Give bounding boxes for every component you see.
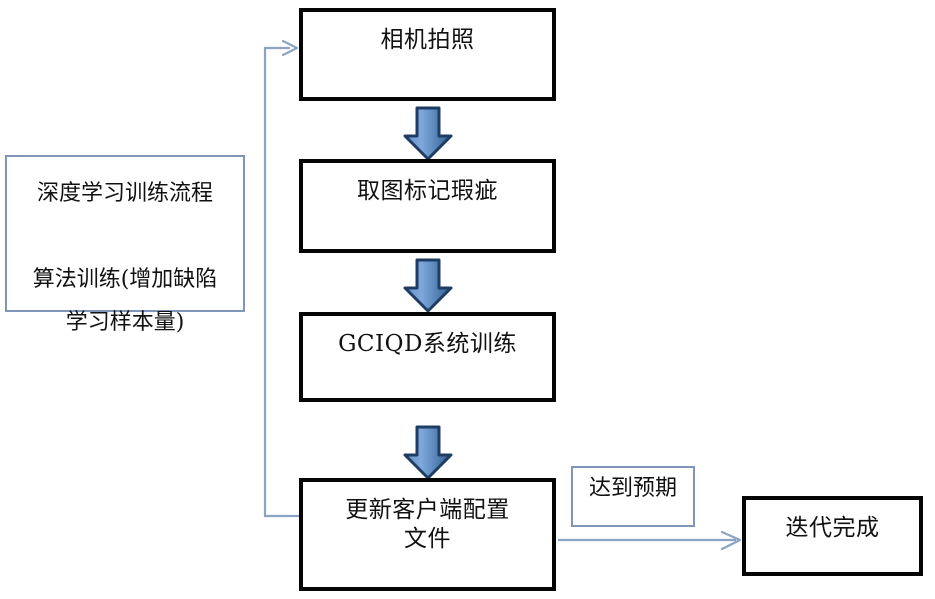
arrow-camera-to-mark <box>403 106 453 161</box>
node-camera-capture[interactable]: 相机拍照 <box>299 8 556 101</box>
edge-label-meets-expectation: 达到预期 <box>571 466 695 527</box>
node-update-client-config[interactable]: 更新客户端配置 文件 <box>299 478 556 591</box>
node-mark-defects[interactable]: 取图标记瑕疵 <box>299 159 556 253</box>
node-gciqd-training[interactable]: GCIQD系统训练 <box>299 312 556 402</box>
edge-label-meets-expectation-text: 达到预期 <box>588 476 677 501</box>
node-camera-capture-label: 相机拍照 <box>380 27 475 53</box>
node-iteration-complete[interactable]: 迭代完成 <box>742 496 923 576</box>
deep-learning-training-panel: 深度学习训练流程 算法训练(增加缺陷 学习样本量) <box>5 155 245 335</box>
arrow-gciqd-to-update <box>403 425 453 480</box>
node-iteration-complete-label: 迭代完成 <box>785 515 880 541</box>
node-update-client-config-label: 更新客户端配置 文件 <box>345 497 510 553</box>
arrow-mark-to-gciqd <box>403 258 453 313</box>
node-gciqd-training-label: GCIQD系统训练 <box>338 331 517 357</box>
arrow-update-to-complete <box>558 530 742 551</box>
node-mark-defects-label: 取图标记瑕疵 <box>357 178 498 204</box>
deep-learning-training-panel-text: 深度学习训练流程 算法训练(增加缺陷 学习样本量) <box>32 181 218 335</box>
arrow-feedback-to-camera <box>263 39 299 518</box>
